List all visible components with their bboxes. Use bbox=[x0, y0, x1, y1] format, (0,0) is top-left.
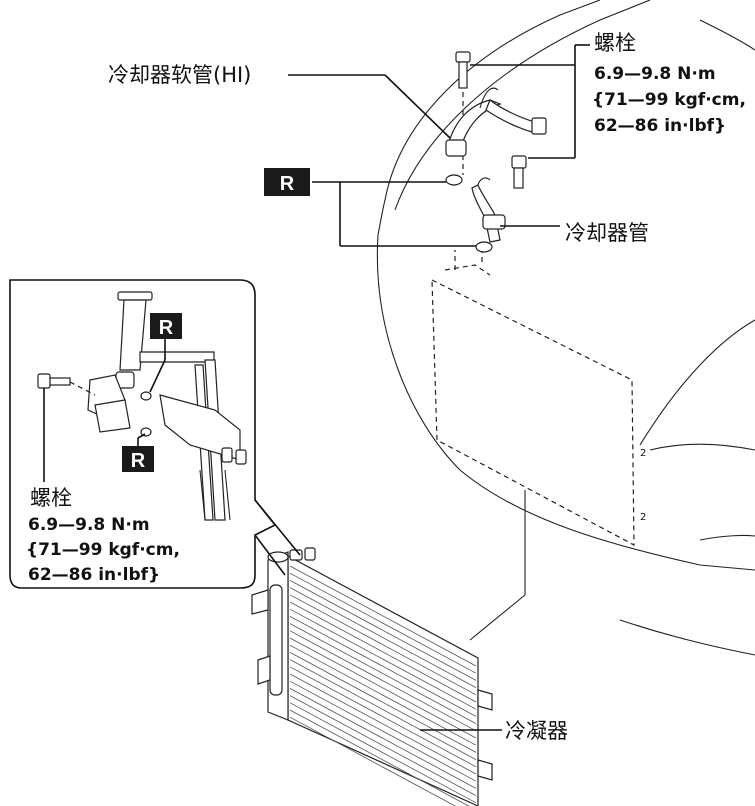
condenser-fin-line bbox=[289, 644, 477, 746]
o-ring-bottom bbox=[475, 241, 493, 253]
condenser-fins bbox=[289, 565, 477, 806]
condenser-fin-line bbox=[289, 565, 477, 667]
leader-lines-top bbox=[288, 44, 590, 247]
condenser-fin-line bbox=[289, 587, 477, 688]
condenser-fin-line bbox=[289, 680, 477, 782]
cooler-hose-hi-label: 冷却器软管(HI) bbox=[108, 63, 251, 87]
condenser-fin-line bbox=[289, 580, 477, 681]
condenser-fin-line bbox=[289, 623, 477, 724]
condenser-fin-line bbox=[289, 601, 477, 703]
condenser-fin-line bbox=[289, 594, 477, 696]
condenser-fin-line bbox=[289, 572, 477, 674]
condenser-fin-line bbox=[289, 709, 470, 806]
o-ring-top bbox=[445, 174, 463, 186]
top-bolt bbox=[455, 51, 471, 175]
bolt-top-label: 螺栓 bbox=[594, 31, 636, 55]
condenser-fin-line bbox=[289, 616, 477, 717]
condenser-installed-outline: 2 2 bbox=[431, 245, 646, 547]
condenser-fin-line bbox=[289, 659, 477, 760]
torque-spec-top-line3: 62—86 in·lbf} bbox=[594, 116, 726, 136]
right-bolt bbox=[511, 155, 527, 189]
torque-spec-left-line2: {71—99 kgf·cm, bbox=[26, 540, 180, 560]
condenser-fin-line bbox=[289, 695, 477, 796]
svg-text:R: R bbox=[131, 450, 146, 472]
torque-spec-left-line3: 62—86 in·lbf} bbox=[28, 565, 160, 585]
condenser-part bbox=[251, 490, 526, 806]
condenser-fin-line bbox=[289, 637, 477, 739]
condenser-fin-line bbox=[289, 688, 477, 789]
torque-spec-left-line1: 6.9—9.8 N·m bbox=[28, 515, 150, 535]
condenser-label: 冷凝器 bbox=[505, 719, 568, 743]
replace-badge-main: R bbox=[264, 168, 310, 196]
cooler-pipe-part bbox=[471, 177, 506, 243]
condenser-fin-line bbox=[289, 716, 457, 806]
svg-text:2: 2 bbox=[640, 512, 646, 523]
condenser-fin-line bbox=[289, 652, 477, 753]
cooler-hose-hi-part bbox=[445, 87, 547, 157]
condenser-fin-line bbox=[289, 608, 477, 710]
condenser-fin-line bbox=[289, 630, 477, 732]
condenser-fin-line bbox=[289, 702, 477, 804]
torque-spec-top-line2: {71—99 kgf·cm, bbox=[592, 90, 746, 110]
cooler-pipe-label: 冷却器管 bbox=[565, 221, 649, 245]
svg-text:R: R bbox=[280, 173, 295, 195]
vehicle-body-outline bbox=[376, 0, 755, 656]
bolt-left-label: 螺栓 bbox=[30, 486, 72, 510]
svg-text:R: R bbox=[159, 317, 174, 339]
condenser-fin-line bbox=[289, 666, 477, 768]
replace-badge-inset-top: R bbox=[150, 313, 182, 339]
detail-inset bbox=[9, 279, 301, 589]
replace-badge-inset-bottom: R bbox=[122, 446, 154, 472]
torque-spec-top-line1: 6.9—9.8 N·m bbox=[594, 64, 716, 84]
condenser-fin-line bbox=[289, 673, 477, 775]
svg-text:2: 2 bbox=[640, 448, 646, 459]
